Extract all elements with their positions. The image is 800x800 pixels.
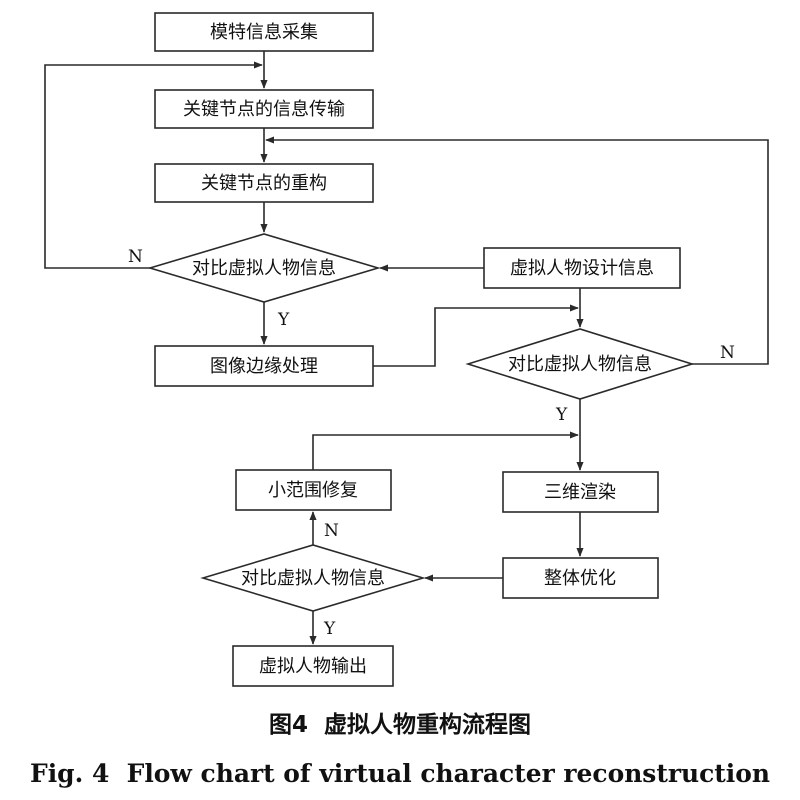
repair-label: 小范围修复 (268, 480, 358, 501)
design-info-box (483, 247, 681, 289)
render-label: 三维渲染 (544, 482, 616, 503)
collect-box (154, 12, 374, 52)
caption-zh: 图4 虚拟人物重构流程图 (269, 711, 531, 738)
arrow-edge-compare2 (373, 304, 579, 367)
caption-en: Fig. 4 Flow chart of virtual character r… (30, 759, 770, 788)
compare1-diamond (147, 233, 381, 303)
output-label: 虚拟人物输出 (259, 656, 367, 677)
compare3-diamond (200, 544, 426, 612)
design-info-label: 虚拟人物设计信息 (510, 258, 654, 279)
compare1-label: 对比虚拟人物信息 (192, 258, 336, 279)
reconstruct-label: 关键节点的重构 (201, 173, 327, 194)
arrow-compare2-no-loop (265, 136, 769, 365)
transmit-box (154, 89, 374, 129)
repair-box (235, 469, 392, 511)
label-no-3: N (324, 521, 339, 541)
compare2-label: 对比虚拟人物信息 (508, 354, 652, 375)
compare3-label: 对比虚拟人物信息 (241, 568, 385, 589)
edge-proc-box (154, 345, 374, 387)
label-no-1: N (128, 247, 143, 267)
edge-proc-label: 图像边缘处理 (210, 356, 318, 377)
arrow-repair-render (312, 431, 579, 470)
render-box (502, 471, 659, 513)
label-yes-1: Y (277, 310, 290, 330)
optimize-label: 整体优化 (544, 568, 616, 589)
label-no-2: N (720, 343, 735, 363)
output-box (232, 645, 394, 687)
label-yes-3: Y (323, 619, 336, 639)
arrow-compare1-no-loop (44, 61, 263, 269)
collect-label: 模特信息采集 (210, 22, 318, 43)
transmit-label: 关键节点的信息传输 (183, 99, 345, 120)
label-yes-2: Y (555, 405, 568, 425)
